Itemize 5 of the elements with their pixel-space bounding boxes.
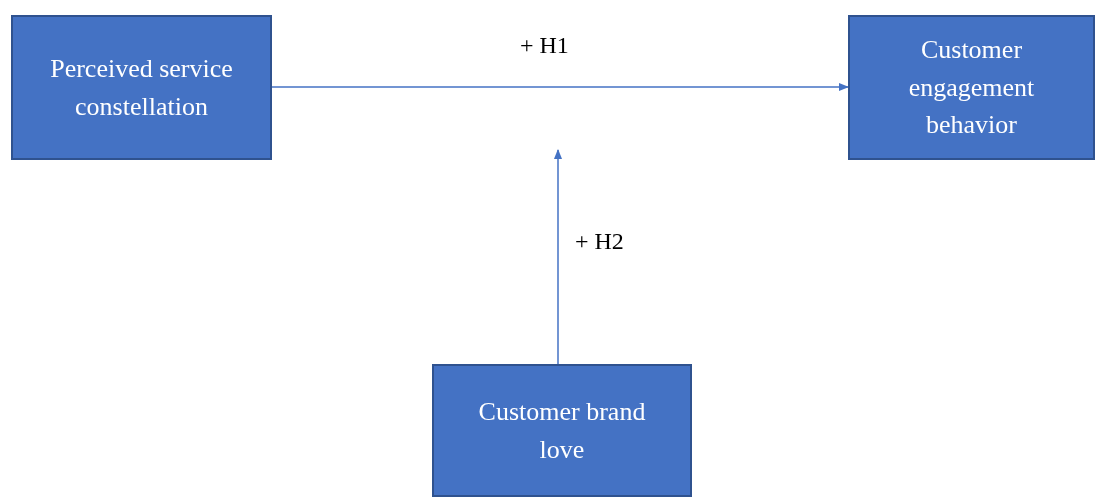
concept-box: Customer brand love xyxy=(432,364,692,497)
concept-box: Customer engagement behavior xyxy=(848,15,1095,160)
arrow xyxy=(553,148,563,365)
arrow xyxy=(271,82,850,92)
concept-box: Perceived service constellation xyxy=(11,15,272,160)
